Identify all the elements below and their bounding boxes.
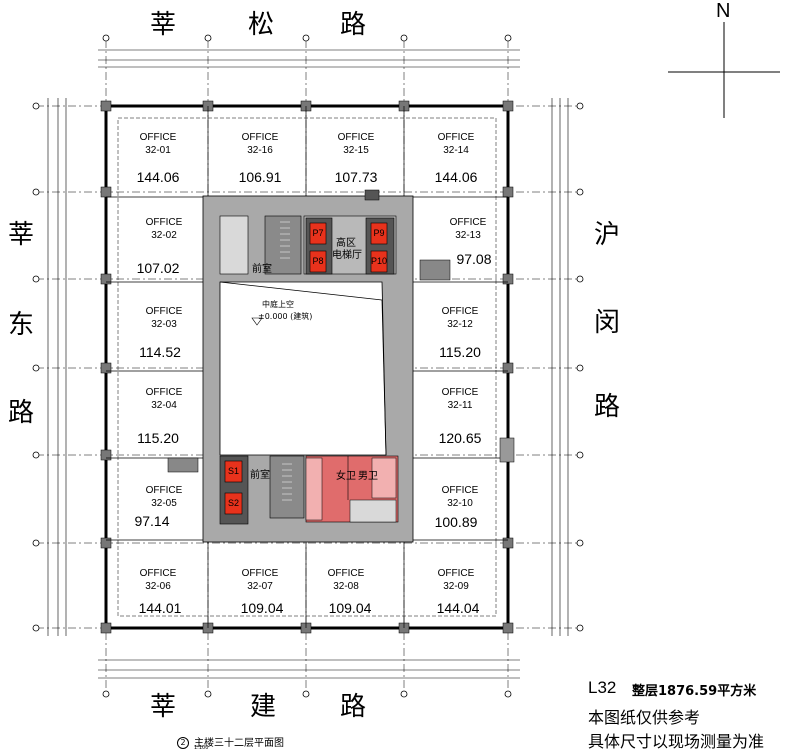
- total-area: 整层1876.59平方米: [632, 684, 757, 699]
- office-code: 32-05: [151, 498, 177, 509]
- office-area: 144.06: [136, 169, 180, 185]
- road-left-char-3: 路: [8, 398, 35, 428]
- office-area: 109.04: [240, 600, 284, 616]
- office-area: 120.65: [438, 430, 482, 446]
- office-code: 32-15: [343, 145, 369, 156]
- lobby-label-2: 电梯厅: [332, 250, 362, 261]
- elevator-label-S1: S1: [227, 466, 239, 476]
- womens-restroom-label: 女卫: [336, 471, 356, 482]
- office-area: 115.20: [439, 344, 481, 360]
- office-code: 32-08: [333, 581, 359, 592]
- road-bottom-char-2: 建: [250, 692, 277, 722]
- elevator-S1: [224, 460, 243, 483]
- road-top-char-2: 松: [248, 10, 275, 40]
- office-name: OFFICE: [145, 217, 183, 228]
- office-name: OFFICE: [139, 568, 177, 579]
- compass: [668, 22, 780, 118]
- elevator-P8: [309, 250, 327, 273]
- office-area: 114.52: [139, 344, 181, 360]
- office-name: OFFICE: [441, 387, 479, 398]
- north-label: N: [716, 0, 731, 22]
- office-name: OFFICE: [441, 485, 479, 496]
- floor-number: L32: [588, 678, 617, 697]
- drawing-title: 主楼三十二层平面图: [194, 738, 284, 749]
- office-code: 32-03: [151, 319, 177, 330]
- road-top-char-1: 莘: [150, 10, 177, 40]
- elevator-P7: [309, 222, 327, 245]
- road-bottom-char-1: 莘: [150, 692, 177, 722]
- office-code: 32-01: [145, 145, 171, 156]
- mens-restroom-label: 男卫: [358, 471, 378, 482]
- road-bottom-char-3: 路: [340, 692, 367, 722]
- elevator-label-P9: P9: [373, 228, 385, 238]
- stair-bottom: [269, 455, 305, 519]
- road-right-char-2: 闵: [594, 308, 621, 338]
- office-area: 106.91: [238, 169, 282, 185]
- office-area: 100.89: [434, 514, 478, 530]
- office-area: 97.08: [456, 251, 492, 267]
- office-area: 144.01: [138, 600, 182, 616]
- elevator-label-P8: P8: [312, 256, 324, 266]
- office-area: 109.04: [328, 600, 372, 616]
- office-name: OFFICE: [145, 485, 183, 496]
- office-area: 107.02: [136, 260, 180, 276]
- office-name: OFFICE: [441, 306, 479, 317]
- office-name: OFFICE: [337, 132, 375, 143]
- disclaimer-line-2: 具体尺寸以现场测量为准: [588, 732, 765, 751]
- restroom-top-left: [219, 215, 249, 275]
- office-name: OFFICE: [145, 387, 183, 398]
- office-code: 32-14: [443, 145, 469, 156]
- drawing-number: 2: [177, 737, 189, 749]
- drawing-scale: 1:100: [194, 745, 209, 751]
- office-name: OFFICE: [327, 568, 365, 579]
- office-name: OFFICE: [437, 568, 475, 579]
- office-area: 97.14: [134, 513, 170, 529]
- office-name: OFFICE: [139, 132, 177, 143]
- road-left-char-2: 东: [8, 310, 35, 340]
- office-code: 32-07: [247, 581, 273, 592]
- office-code: 32-16: [247, 145, 273, 156]
- road-left-char-1: 莘: [8, 220, 35, 250]
- axis-bubbles: [32, 34, 584, 698]
- disclaimer-line-1: 本图纸仅供参考: [588, 708, 701, 727]
- elevator-P9: [370, 222, 388, 245]
- office-code: 32-13: [455, 230, 481, 241]
- elevator-label-P10: P10: [370, 256, 387, 266]
- elevator-S2: [224, 492, 243, 515]
- office-name: OFFICE: [241, 132, 279, 143]
- dimension-lines: [47, 49, 569, 679]
- office-code: 32-04: [151, 400, 177, 411]
- road-top-char-3: 路: [340, 10, 367, 40]
- office-code: 32-10: [447, 498, 473, 509]
- elevator-P10: [370, 250, 388, 273]
- office-name: OFFICE: [241, 568, 279, 579]
- office-area: 144.06: [434, 169, 478, 185]
- vestibule-top-label: 前室: [252, 264, 272, 275]
- office-code: 32-02: [151, 230, 177, 241]
- office-code: 32-12: [447, 319, 473, 330]
- office-code: 32-09: [443, 581, 469, 592]
- office-code: 32-11: [447, 400, 473, 411]
- office-name: OFFICE: [145, 306, 183, 317]
- stair-top: [264, 215, 302, 275]
- atrium-label: 中庭上空: [262, 300, 294, 309]
- vestibule-bottom-label: 前室: [250, 470, 270, 481]
- office-area: 144.04: [436, 600, 480, 616]
- office-name: OFFICE: [449, 217, 487, 228]
- office-area: 115.20: [137, 430, 179, 446]
- office-code: 32-06: [145, 581, 171, 592]
- lobby-label-1: 高区: [336, 238, 356, 249]
- atrium-level-label: ±0.000 (建筑): [258, 312, 313, 321]
- road-right-char-1: 沪: [594, 220, 621, 250]
- elevator-label-S2: S2: [227, 498, 239, 508]
- atrium-void: [219, 281, 387, 456]
- elevator-label-P7: P7: [312, 228, 324, 238]
- level-marker: [251, 317, 263, 326]
- office-area: 107.73: [334, 169, 378, 185]
- office-name: OFFICE: [437, 132, 475, 143]
- road-right-char-3: 路: [594, 392, 621, 422]
